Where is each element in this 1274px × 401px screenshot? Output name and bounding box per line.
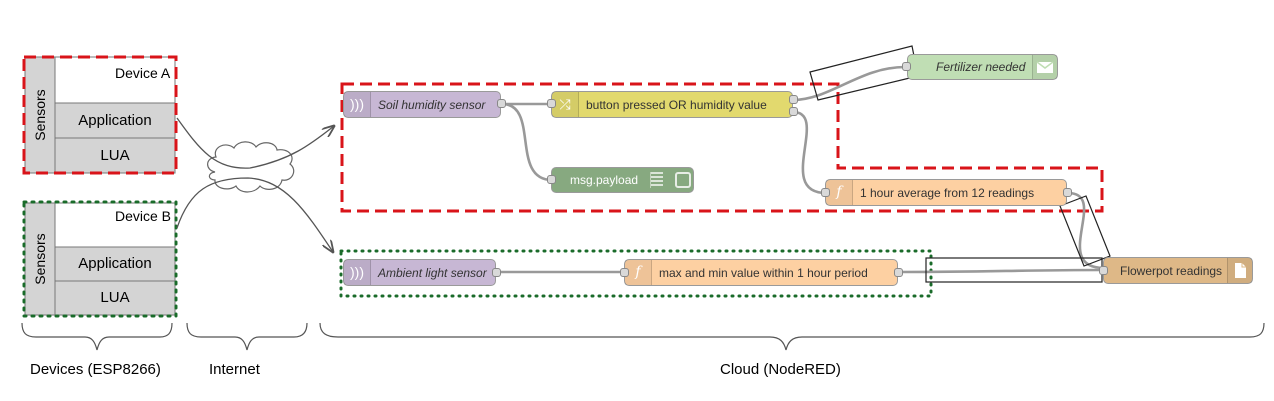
internet-section-label: Internet [209, 361, 260, 378]
switch-output-port-2[interactable] [789, 107, 798, 116]
switch-icon: ⤮ [552, 92, 579, 117]
minmax-input-port[interactable] [620, 268, 629, 277]
device-b-lua-layer: LUA [100, 289, 130, 306]
soil-humidity-sensor-node[interactable]: ))) Soil humidity sensor [343, 91, 501, 118]
function-icon: f [826, 180, 853, 205]
device-a-box [22, 55, 178, 175]
cloud-section-label: Cloud (NodeRED) [720, 361, 841, 378]
file-input-port[interactable] [1099, 266, 1108, 275]
flow-wires [497, 65, 1105, 274]
group-b-outline [339, 249, 933, 298]
flowerpot-file-node[interactable]: Flowerpot readings [1103, 257, 1253, 284]
light-sensor-output-port[interactable] [492, 268, 501, 277]
section-braces [21, 322, 1265, 351]
wireless-icon: ))) [344, 92, 371, 117]
average-input-port[interactable] [821, 188, 830, 197]
arrow-device-a-to-cloud [176, 117, 334, 169]
file-icon [1227, 258, 1252, 283]
device-a-lua-layer: LUA [100, 147, 130, 164]
average-function-label: 1 hour average from 12 readings [860, 185, 1035, 200]
minmax-output-port[interactable] [894, 268, 903, 277]
fertilizer-email-label: Fertilizer needed [936, 60, 1026, 74]
device-b-title: Device B [115, 208, 172, 224]
flowerpot-file-label: Flowerpot readings [1120, 263, 1223, 278]
minmax-function-node[interactable]: f max and min value within 1 hour period [624, 259, 898, 286]
device-a-title: Device A [115, 65, 171, 81]
device-a-application-layer: Application [78, 112, 152, 129]
switch-output-port-1[interactable] [789, 95, 798, 104]
ambient-light-sensor-label: Ambient light sensor [378, 265, 487, 280]
switch-input-port[interactable] [547, 99, 556, 108]
soil-humidity-sensor-label: Soil humidity sensor [378, 97, 486, 112]
email-icon [1032, 55, 1057, 79]
average-function-node[interactable]: f 1 hour average from 12 readings [825, 179, 1067, 206]
device-a-sensors-label: Sensors [32, 89, 48, 141]
ambient-light-sensor-node[interactable]: ))) Ambient light sensor [343, 259, 496, 286]
debug-toggle-button[interactable] [675, 172, 691, 188]
fertilizer-email-node[interactable]: Fertilizer needed [907, 54, 1058, 80]
devices-section-label: Devices (ESP8266) [30, 361, 161, 378]
debug-node[interactable]: msg.payload [551, 167, 694, 193]
arrow-device-b-to-cloud [176, 177, 333, 252]
debug-input-port[interactable] [547, 175, 556, 184]
switch-node[interactable]: ⤮ button pressed OR humidity value [551, 91, 793, 118]
average-output-port[interactable] [1063, 188, 1072, 197]
highlight-frames [809, 45, 1111, 283]
function-icon: f [625, 260, 652, 285]
wireless-icon: ))) [344, 260, 371, 285]
switch-node-label: button pressed OR humidity value [586, 97, 767, 112]
debug-icon [650, 172, 663, 188]
device-b-application-layer: Application [78, 255, 152, 272]
group-a-outline [340, 82, 1104, 213]
device-b-box [22, 200, 178, 318]
email-input-port[interactable] [902, 62, 911, 71]
minmax-function-label: max and min value within 1 hour period [659, 265, 868, 280]
debug-node-label: msg.payload [570, 173, 639, 187]
device-b-sensors-label: Sensors [32, 233, 48, 285]
soil-sensor-output-port[interactable] [497, 99, 506, 108]
cloud-icon [207, 141, 295, 193]
